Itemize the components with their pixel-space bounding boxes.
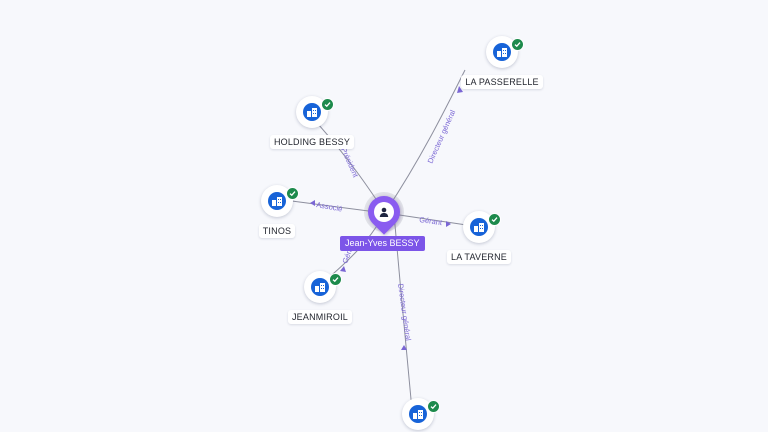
edge-label-la-taverne: Gérant: [419, 215, 444, 227]
edge-arrow-bottom-company: [401, 345, 407, 350]
verified-check-icon: [427, 400, 440, 413]
node-label: LA PASSERELLE: [442, 72, 562, 90]
node-label: TINOS: [217, 221, 337, 239]
edge-label-bottom-company: Directeur général: [396, 283, 413, 342]
center-person-label[interactable]: Jean-Yves BESSY: [340, 236, 425, 251]
edge-label-tinos: Associé: [316, 200, 343, 213]
node-label: HOLDING BESSY: [252, 132, 372, 150]
person-icon: [374, 202, 394, 222]
verified-check-icon: [286, 187, 299, 200]
edge-arrow-la-taverne: [446, 221, 451, 227]
verified-check-icon: [511, 38, 524, 51]
edge-arrow-tinos: [310, 200, 315, 206]
edge-arrow-la-passerelle: [457, 86, 463, 93]
center-person-pin[interactable]: [361, 189, 407, 235]
verified-check-icon: [321, 98, 334, 111]
node-label: JEANMIROIL: [260, 307, 380, 325]
company-icon: [268, 192, 286, 210]
edge-label-holding-bessy: Président: [339, 146, 360, 179]
company-icon: [303, 103, 321, 121]
company-icon: [470, 218, 488, 236]
company-icon: [493, 43, 511, 61]
company-icon: [409, 405, 427, 423]
verified-check-icon: [329, 273, 342, 286]
edge-arrow-jeanmiroil: [340, 266, 346, 272]
node-label: LA TAVERNE: [419, 247, 539, 265]
company-icon: [311, 278, 329, 296]
edge-la-passerelle: [385, 69, 466, 212]
verified-check-icon: [488, 213, 501, 226]
